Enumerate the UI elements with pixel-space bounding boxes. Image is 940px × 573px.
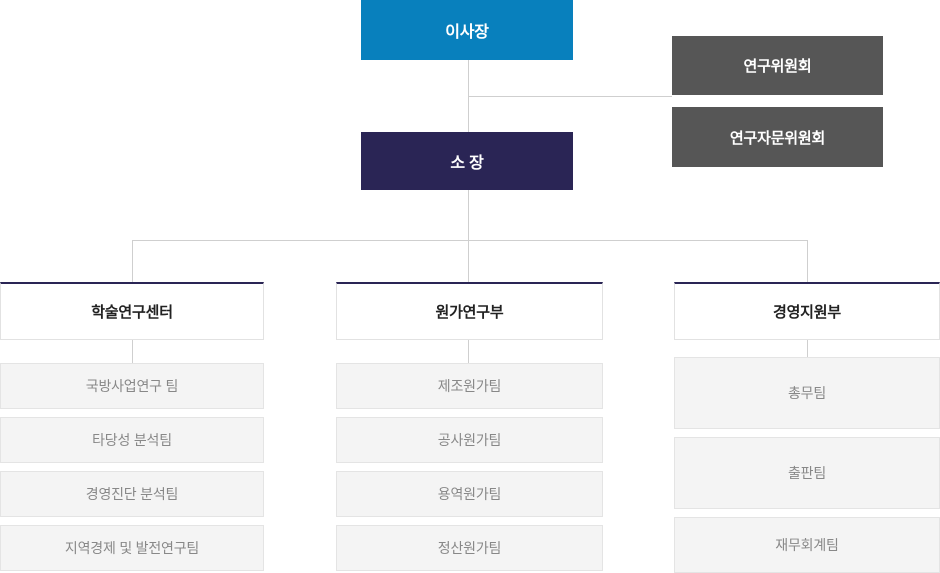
node-team-publishing[interactable]: 출판팀 xyxy=(674,437,940,509)
node-executive[interactable]: 이사장 xyxy=(361,0,573,60)
node-team-general-affairs[interactable]: 총무팀 xyxy=(674,357,940,429)
connector-bus-to-department-0 xyxy=(132,240,133,282)
connector-department-bus xyxy=(132,240,807,241)
node-team-regional-economy-development-research[interactable]: 지역경제 및 발전연구팀 xyxy=(0,525,264,571)
node-team-service-cost[interactable]: 용역원가팀 xyxy=(336,471,603,517)
node-team-finance-accounting[interactable]: 재무회계팀 xyxy=(674,517,940,573)
node-team-management-diagnosis-analysis[interactable]: 경영진단 분석팀 xyxy=(0,471,264,517)
node-team-construction-cost[interactable]: 공사원가팀 xyxy=(336,417,603,463)
connector-spine-to-committees xyxy=(468,96,672,97)
node-department-academic-research-center[interactable]: 학술연구센터 xyxy=(0,282,264,340)
connector-department-to-teams-0 xyxy=(132,340,133,363)
node-team-defense-business-research[interactable]: 국방사업연구 팀 xyxy=(0,363,264,409)
node-team-feasibility-analysis[interactable]: 타당성 분석팀 xyxy=(0,417,264,463)
node-department-management-support[interactable]: 경영지원부 xyxy=(674,282,940,340)
connector-director-to-bus xyxy=(468,190,469,240)
connector-bus-to-department-1 xyxy=(468,240,469,282)
connector-department-to-teams-1 xyxy=(468,340,469,363)
connector-bus-to-department-2 xyxy=(807,240,808,282)
node-team-settlement-cost[interactable]: 정산원가팀 xyxy=(336,525,603,571)
node-committee-research[interactable]: 연구위원회 xyxy=(672,36,883,95)
connector-department-to-teams-2 xyxy=(807,340,808,357)
node-team-manufacturing-cost[interactable]: 제조원가팀 xyxy=(336,363,603,409)
node-committee-research-advisory[interactable]: 연구자문위원회 xyxy=(672,107,883,167)
node-director[interactable]: 소 장 xyxy=(361,132,573,190)
node-department-cost-research[interactable]: 원가연구부 xyxy=(336,282,603,340)
